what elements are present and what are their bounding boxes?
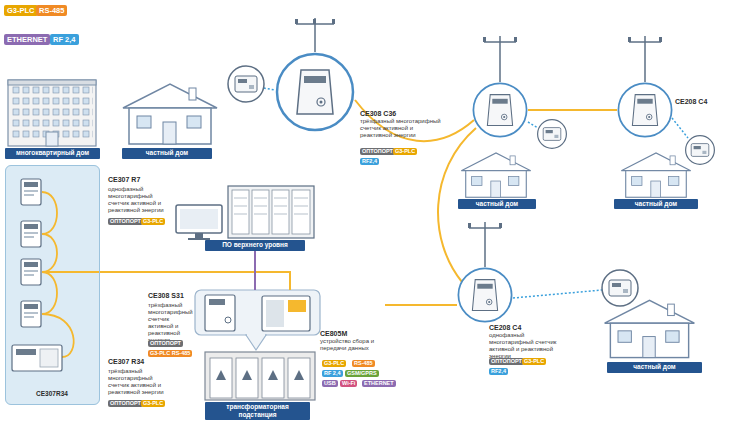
text-group: CE308 C36трёхфазный многотарифный счетчи… <box>360 110 445 139</box>
interface-tag: G3-PLC <box>393 148 417 155</box>
model-name: CE307R34 <box>6 390 98 398</box>
text-group: частный дом <box>614 199 698 209</box>
text-group: частный дом <box>607 362 702 372</box>
legend-swatch: RS-485 <box>36 5 67 16</box>
interface-tag: GSM/GPRS <box>345 370 379 377</box>
interface-tag: ОПТОПОРТ <box>360 148 395 155</box>
text-group: CE208 C4 <box>675 98 737 106</box>
description: однофазный многотарифный счетчик активно… <box>489 332 567 360</box>
legend-swatch: ETHERNET <box>4 34 50 45</box>
interface-tag: RF 2,4 <box>322 370 343 377</box>
text-group: многоквартирный дом <box>5 148 100 158</box>
interface-tag: ОПТОПОРТ <box>108 218 143 225</box>
interface-tag: G3-PLC <box>141 218 165 225</box>
legend-text: RS-485 <box>39 6 64 15</box>
text-group: CE208 C4однофазный многотарифный счетчик… <box>489 324 567 360</box>
interface-tag: G3-PLC <box>141 400 165 407</box>
place-band: ПО верхнего уровня <box>205 240 305 251</box>
model-name: CE208 C4 <box>489 324 567 332</box>
place-band: частный дом <box>614 199 698 209</box>
description: трёхфазный многотарифный счетчик активно… <box>148 302 193 344</box>
interface-tag: RF2,4 <box>360 158 379 165</box>
legend-text: RF 2,4 <box>53 35 76 44</box>
text-group: ПО верхнего уровня <box>205 240 305 250</box>
place-label: частный дом <box>460 200 534 208</box>
interface-tag: ОПТОПОРТ <box>489 358 524 365</box>
text-group: частный дом <box>122 148 212 158</box>
text-group: частный дом <box>458 199 536 209</box>
link-line <box>254 251 256 290</box>
interface-tag: RS-485 <box>352 360 375 367</box>
model-name: CE308 S31 <box>148 292 184 300</box>
model-name: CE307 R34 <box>108 358 144 366</box>
interface-tag: ETHERNET <box>362 380 396 387</box>
model-name: CE208 C4 <box>675 98 737 106</box>
text-group: CE805Mустройство сбора и передачи данных <box>320 330 385 352</box>
place-band: частный дом <box>122 148 212 159</box>
place-band: многоквартирный дом <box>5 148 100 159</box>
legend-text: G3-PLC <box>7 6 35 15</box>
description: однофазный многотарифный счетчик активно… <box>108 186 168 214</box>
place-band: частный дом <box>607 362 702 373</box>
legend-swatch: G3-PLC <box>4 5 38 16</box>
model-name: CE308 C36 <box>360 110 445 118</box>
interface-tag: G3-PLC <box>522 358 546 365</box>
interface-tag: G3-PLC <box>322 360 346 367</box>
text-group: CE307R34 <box>6 390 98 398</box>
interface-tag: ОПТОПОРТ <box>108 400 143 407</box>
model-name: CE307 R7 <box>108 176 140 184</box>
interface-tag: Wi-Fi <box>340 380 357 387</box>
place-label: частный дом <box>124 149 210 157</box>
legend-text: ETHERNET <box>7 35 47 44</box>
place-label: ПО верхнего уровня <box>207 241 303 249</box>
place-label: частный дом <box>616 200 696 208</box>
description: трёхфазный многотарифный счетчик активно… <box>108 368 168 396</box>
place-label: частный дом <box>609 363 700 371</box>
meter-callout: CE208 C4 <box>617 82 737 138</box>
meter-callout: CE208 C4однофазный многотарифный счетчик… <box>457 267 567 385</box>
description: устройство сбора и передачи данных <box>320 338 385 352</box>
link-line <box>385 304 457 306</box>
place-band: частный дом <box>458 199 536 209</box>
interface-tag: ОПТОПОРТ <box>148 340 183 347</box>
interface-tag: RF2,4 <box>489 368 508 375</box>
model-name: CE805M <box>320 330 385 338</box>
interface-tag: G3-PLC RS-485 <box>148 350 192 357</box>
text-group: трансформаторная подстанция <box>205 402 310 420</box>
place-band: трансформаторная подстанция <box>205 402 310 420</box>
link-line <box>100 272 290 290</box>
interface-tag: USB <box>322 380 338 387</box>
description: трёхфазный многотарифный счетчик активно… <box>360 118 445 139</box>
place-label: трансформаторная подстанция <box>207 403 308 419</box>
place-label: многоквартирный дом <box>7 149 98 157</box>
legend-swatch: RF 2,4 <box>50 34 79 45</box>
meter-panel: CE307R34 <box>5 165 100 405</box>
